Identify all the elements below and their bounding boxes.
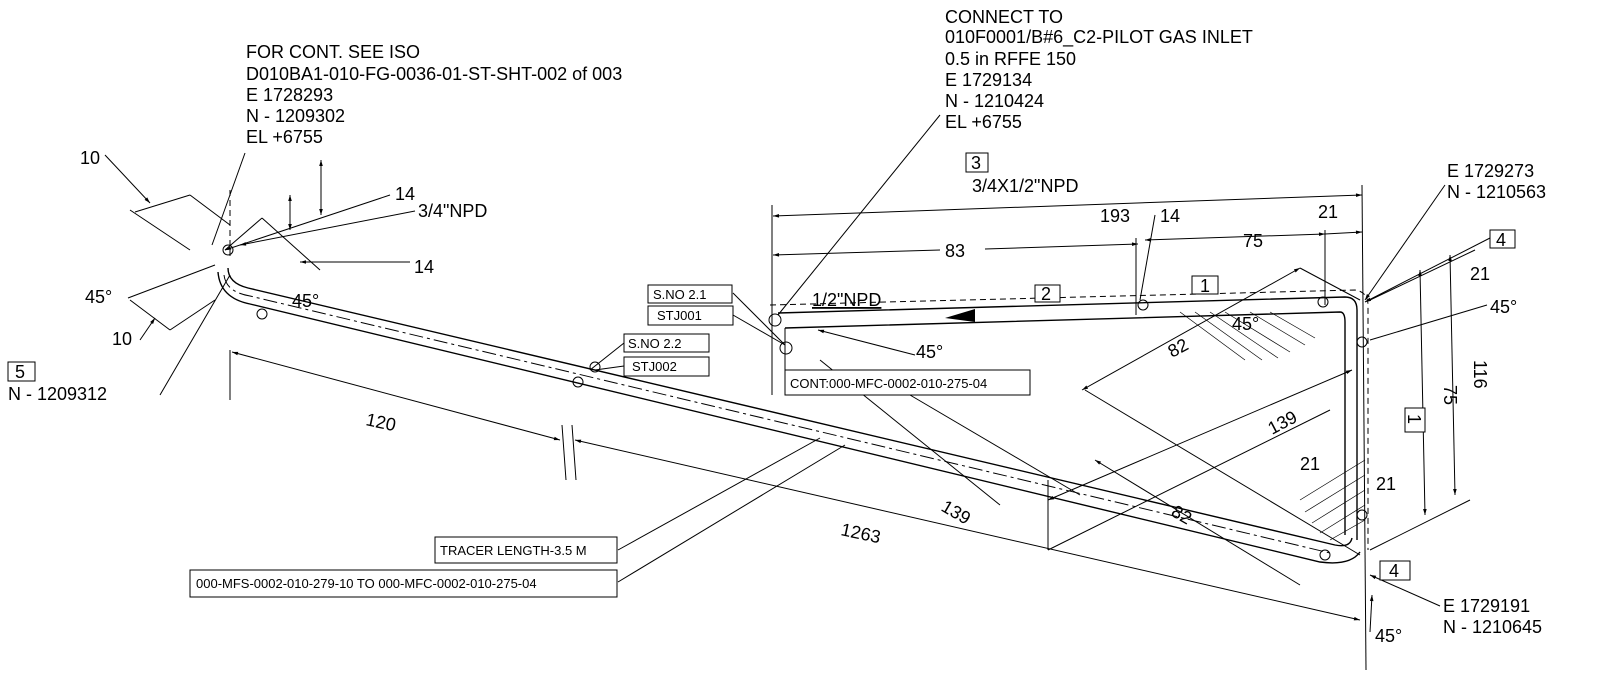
dimensions-d83-text: 83 xyxy=(945,241,965,261)
weld-icon xyxy=(589,361,601,373)
item-tags-t5-text: 5 xyxy=(15,362,25,382)
weld-icon xyxy=(222,244,234,256)
title-blocks-left-cont-3-text: N - 1209302 xyxy=(246,106,345,126)
dimensions-d82-a-text: 82 xyxy=(1164,334,1191,361)
title-blocks-connect-2-text: 0.5 in RFFE 150 xyxy=(945,49,1076,69)
weld-labels: S.NO 2.1 STJ001 S.NO 2.2 STJ002 xyxy=(623,284,734,377)
notes-tracer-text: TRACER LENGTH-3.5 M xyxy=(440,543,587,558)
title-blocks-connect-1-text: 010F0001/B#6_C2-PILOT GAS INLET xyxy=(945,27,1253,48)
dimensions-d10-b-text: 10 xyxy=(112,329,132,349)
weld-labels-stj002-text: STJ002 xyxy=(632,359,677,374)
item-tags: 3 1 2 4 4 5 1 xyxy=(7,152,1516,581)
dimensions-d75-v-text: 75 xyxy=(1440,385,1460,405)
weld-icon xyxy=(1356,336,1368,348)
title-blocks-bottom-right-coord-0-text: E 1729191 xyxy=(1443,596,1530,616)
weld-icon xyxy=(1317,296,1329,308)
title-blocks-left-coord-text: N - 1209312 xyxy=(8,384,107,404)
dimensions-d45-small-text: 45° xyxy=(916,342,943,362)
dimensions-d21-top-text: 21 xyxy=(1318,202,1338,222)
title-blocks-left-cont-0-text: FOR CONT. SEE ISO xyxy=(246,42,420,62)
weld-labels-sno22-text: S.NO 2.2 xyxy=(628,336,681,351)
dimensions-d45-left-text: 45° xyxy=(85,287,112,307)
dimensions-d116-text: 116 xyxy=(1470,360,1490,389)
half-inch-size-label: 1/2"NPD xyxy=(812,290,881,310)
weld-symbols xyxy=(222,244,1368,561)
left-continuation-note: FOR CONT. SEE ISO D010BA1-010-FG-0036-01… xyxy=(246,42,622,147)
notes-spec-break-text: 000-MFS-0002-010-279-10 TO 000-MFC-0002-… xyxy=(196,576,537,591)
weld-labels-stj001-text: STJ001 xyxy=(657,308,702,323)
title-blocks-left-cont-4-text: EL +6755 xyxy=(246,127,323,147)
weld-icon xyxy=(1137,299,1149,311)
dimensions-d45-r1-text: 45° xyxy=(1490,297,1517,317)
title-blocks-bottom-right-coord-1-text: N - 1210645 xyxy=(1443,617,1542,637)
item-tags-t1b-text: 1 xyxy=(1404,414,1424,424)
notes: CONT:000-MFC-0002-010-275-04 TRACER LENG… xyxy=(189,369,1031,598)
title-blocks-connect-5-text: EL +6755 xyxy=(945,112,1022,132)
three-quarter-size-label: 3/4"NPD xyxy=(418,201,487,221)
dimensions-d10-a-text: 10 xyxy=(80,148,100,168)
dimensions-d82-b-text: 82 xyxy=(1168,501,1195,528)
notes-cont-text: CONT:000-MFC-0002-010-275-04 xyxy=(790,376,987,391)
flow-arrow-icon xyxy=(945,309,975,322)
reducer-size-label: 3/4X1/2"NPD xyxy=(972,176,1078,196)
weld-labels-sno21-text: S.NO 2.1 xyxy=(653,287,706,302)
item-tags-t2-text: 2 xyxy=(1041,284,1051,304)
weld-icon xyxy=(256,308,268,320)
dimensions-d14-a-text: 14 xyxy=(395,184,415,204)
dimensions-d139-a-text: 139 xyxy=(1264,407,1300,439)
dimensions-d120-text: 120 xyxy=(364,409,398,435)
connect-note: CONNECT TO 010F0001/B#6_C2-PILOT GAS INL… xyxy=(945,7,1253,132)
dimensions-d139-b-text: 139 xyxy=(938,496,974,528)
dimensions-d45-hatch-text: 45° xyxy=(1232,314,1259,334)
dimensions-d14-b-text: 14 xyxy=(414,257,434,277)
top-pipe-run xyxy=(769,205,1369,550)
weld-icon xyxy=(572,376,584,388)
weld-icon xyxy=(1356,509,1368,521)
dimensions-d45-left2-text: 45° xyxy=(292,291,319,311)
title-blocks-left-cont-1-text: D010BA1-010-FG-0036-01-ST-SHT-002 of 003 xyxy=(246,64,622,84)
dimensions-d14-top-text: 14 xyxy=(1160,206,1180,226)
weld-icon xyxy=(1319,549,1331,561)
dimensions-d193-text: 193 xyxy=(1100,206,1130,226)
dimensions-d21-b1-text: 21 xyxy=(1300,454,1320,474)
item-tags-t1a-text: 1 xyxy=(1200,276,1210,296)
weld-icon xyxy=(779,341,793,355)
item-tags-t4a-text: 4 xyxy=(1496,230,1506,250)
title-blocks-connect-3-text: E 1729134 xyxy=(945,70,1032,90)
dimensions-d75-top-text: 75 xyxy=(1243,231,1263,251)
dimensions-d21-b2-text: 21 xyxy=(1376,474,1396,494)
item-tags-t4b-text: 4 xyxy=(1389,561,1399,581)
title-blocks-top-right-coord-1-text: N - 1210563 xyxy=(1447,182,1546,202)
item-tags-t3-text: 3 xyxy=(971,153,981,173)
dimensions-d45-bottom-text: 45° xyxy=(1375,626,1402,646)
coordinates: E 1729273 N - 1210563 E 1729191 N - 1210… xyxy=(8,161,1546,637)
title-blocks-top-right-coord-0-text: E 1729273 xyxy=(1447,161,1534,181)
title-blocks-connect-4-text: N - 1210424 xyxy=(945,91,1044,111)
dimensions-d1263-text: 1263 xyxy=(839,519,882,547)
title-blocks-connect-0-text: CONNECT TO xyxy=(945,7,1063,27)
title-blocks-left-cont-2-text: E 1728293 xyxy=(246,85,333,105)
flange-icon xyxy=(768,313,782,327)
dimensions-d21-r1-text: 21 xyxy=(1470,264,1490,284)
